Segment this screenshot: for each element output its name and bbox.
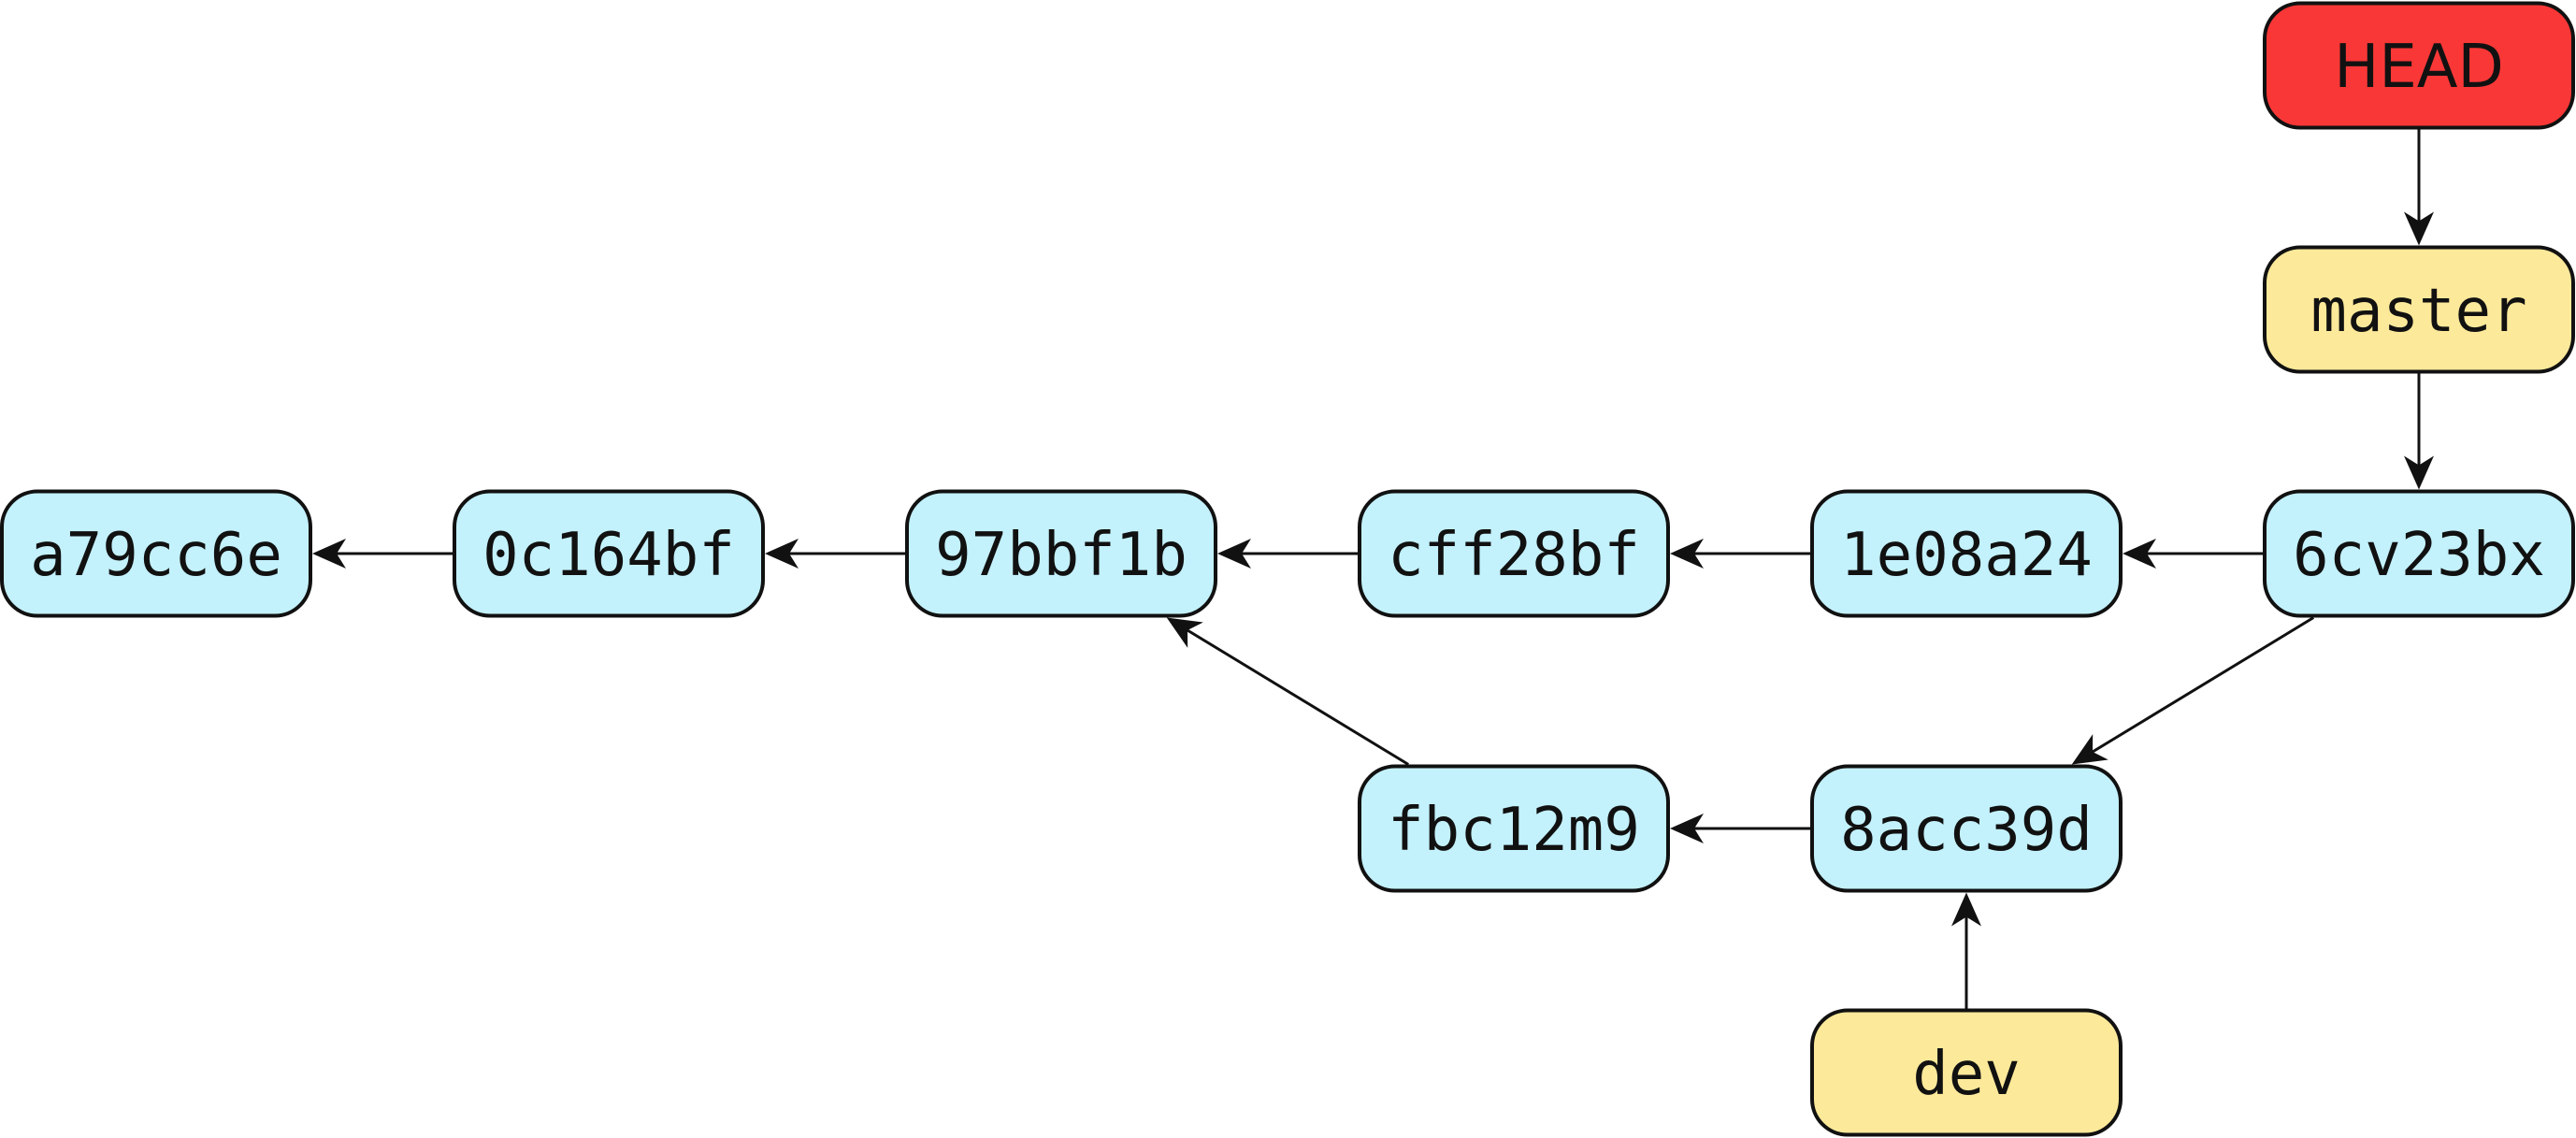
- arrowhead-icon: [1670, 814, 1704, 843]
- arrowhead-icon: [1166, 617, 1203, 648]
- commit-label: 0c164bf: [482, 521, 735, 590]
- arrowhead-icon: [2404, 455, 2434, 490]
- edges-layer: [312, 129, 2434, 1009]
- commit-label: 6cv23bx: [2293, 521, 2545, 590]
- arrowhead-icon: [2404, 211, 2434, 246]
- head-label: HEAD: [2334, 33, 2504, 102]
- arrowhead-icon: [765, 539, 799, 569]
- arrowhead-icon: [2071, 734, 2108, 765]
- arrowhead-icon: [312, 539, 346, 569]
- edge-fbc12m9-to-97bbf1b: [1166, 617, 1410, 766]
- edge-8acc39d-to-fbc12m9: [1670, 814, 1810, 843]
- branch-node-master: master: [2263, 245, 2575, 374]
- edge-line: [1187, 628, 1410, 766]
- commit-box: [0, 489, 312, 618]
- commit-node-cff28bf: cff28bf: [1358, 489, 1670, 618]
- branch-box: [1810, 1008, 2123, 1137]
- commit-label: 97bbf1b: [935, 521, 1187, 590]
- commit-label: 1e08a24: [1840, 521, 2093, 590]
- commit-node-8acc39d: 8acc39d: [1810, 764, 2123, 893]
- arrowhead-icon: [1670, 539, 1704, 569]
- commit-box: [1810, 489, 2123, 618]
- commit-box: [1358, 764, 1670, 893]
- edge-97bbf1b-to-0c164bf: [765, 539, 905, 569]
- commit-label: 8acc39d: [1840, 796, 2093, 865]
- edge-6cv23bx-to-8acc39d: [2071, 616, 2315, 765]
- commit-node-fbc12m9: fbc12m9: [1358, 764, 1670, 893]
- commit-box: [1358, 489, 1670, 618]
- commit-label: cff28bf: [1388, 521, 1640, 590]
- commit-label: a79cc6e: [30, 521, 282, 590]
- arrowhead-icon: [1217, 539, 1251, 569]
- edge-0c164bf-to-a79cc6e: [312, 539, 453, 569]
- edge-dev-to-8acc39d: [1951, 892, 1981, 1009]
- commit-node-0c164bf: 0c164bf: [453, 489, 765, 618]
- edge-master-to-6cv23bx: [2404, 373, 2434, 490]
- commit-label: fbc12m9: [1388, 796, 1640, 865]
- branch-label: master: [2310, 277, 2526, 346]
- commit-box: [905, 489, 1217, 618]
- branch-node-dev: dev: [1810, 1008, 2123, 1137]
- branch-box: [2263, 245, 2575, 374]
- head-box: [2263, 1, 2575, 130]
- commit-box: [1810, 764, 2123, 893]
- commit-node-6cv23bx: 6cv23bx: [2263, 489, 2575, 618]
- head-pointer-HEAD: HEAD: [2263, 1, 2575, 130]
- commit-node-97bbf1b: 97bbf1b: [905, 489, 1217, 618]
- arrowhead-icon: [1951, 892, 1981, 927]
- edge-cff28bf-to-97bbf1b: [1217, 539, 1358, 569]
- commit-node-1e08a24: 1e08a24: [1810, 489, 2123, 618]
- commit-node-a79cc6e: a79cc6e: [0, 489, 312, 618]
- arrowhead-icon: [2123, 539, 2156, 569]
- branch-label: dev: [1912, 1040, 2021, 1109]
- edge-line: [2092, 616, 2315, 754]
- edge-6cv23bx-to-1e08a24: [2123, 539, 2263, 569]
- edge-1e08a24-to-cff28bf: [1670, 539, 1810, 569]
- commit-box: [2263, 489, 2575, 618]
- edge-HEAD-to-master: [2404, 129, 2434, 246]
- commit-box: [453, 489, 765, 618]
